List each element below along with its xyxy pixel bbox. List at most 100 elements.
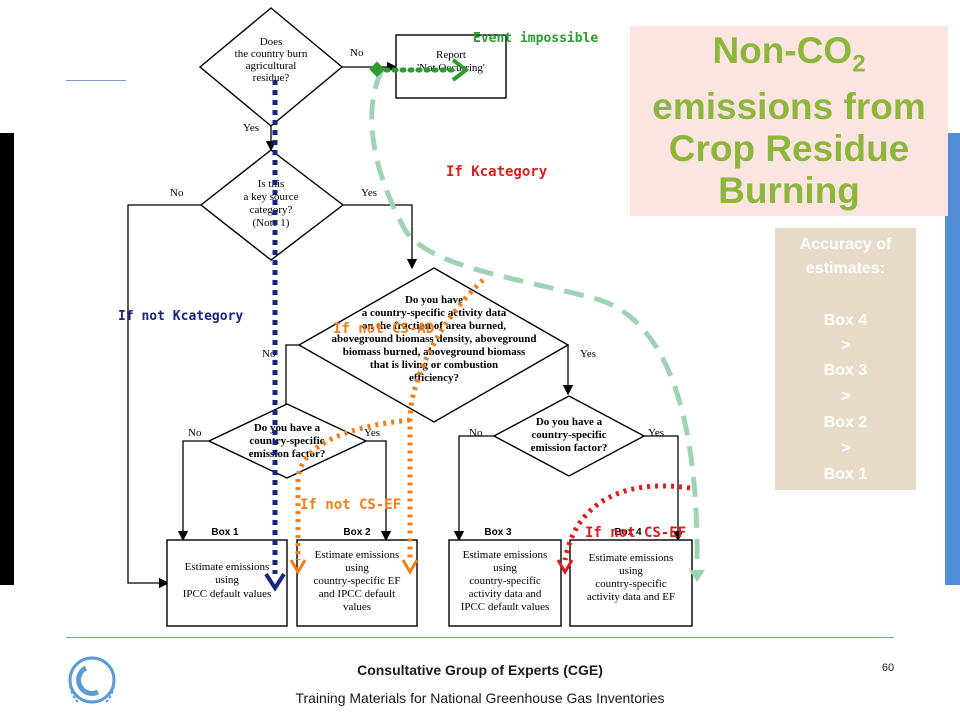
q2-line-1: Is this: [258, 178, 285, 190]
q3-line-4: aboveground biomass density, aboveground: [332, 333, 537, 345]
q3-line-6: that is living or combustion: [370, 359, 498, 371]
box-4-line-1: Estimate emissions: [589, 552, 674, 564]
accuracy-item-2: >: [840, 337, 851, 354]
box-1: [166, 539, 288, 627]
label-yes-2: Yes: [361, 187, 377, 199]
footer-divider: [66, 637, 894, 638]
box-2-line-4: and IPCC default: [319, 588, 395, 600]
if-not-cs-ef-left-label: If not CS-EF: [300, 497, 401, 513]
decision-ef-left: [207, 403, 368, 479]
label-no-3: No: [262, 348, 276, 360]
top-divider: [66, 80, 126, 81]
accuracy-item-1: Box 4: [823, 312, 868, 329]
q5-line-2: country-specific: [531, 429, 606, 441]
box-2-line-3: country-specific EF: [313, 575, 400, 587]
left-accent-bar: [0, 133, 14, 585]
box-1-line-2: using: [215, 574, 239, 586]
accuracy-panel: Accuracy of estimates: Box 4 > Box 3 > B…: [775, 228, 916, 490]
q4-line-3: emission factor?: [249, 448, 326, 460]
q2-line-2: a key source: [244, 191, 299, 203]
not-cs-ef-left-path: [295, 417, 411, 560]
box-3-line-4: activity data and: [469, 588, 542, 600]
q2-line-4: (Note 1): [253, 217, 290, 229]
not-cs-ad-arrowhead: [401, 559, 419, 575]
page-number: 60: [881, 662, 895, 674]
slide-title: Non-CO2 emissions from Crop Residue Burn…: [630, 26, 948, 216]
box-2-line-5: values: [343, 601, 371, 613]
label-yes-1: Yes: [243, 122, 259, 134]
q1-line-3: agricultural: [246, 60, 297, 72]
unfccc-logo-icon: [68, 656, 116, 704]
decision-burn-residue: [198, 7, 344, 127]
box-3-line-1: Estimate emissions: [463, 549, 548, 561]
box-2-line-1: Estimate emissions: [315, 549, 400, 561]
q1-line-1: Does: [260, 36, 283, 48]
label-yes-5: Yes: [648, 427, 664, 439]
q3-line-3: on the fraction of area burned,: [362, 320, 506, 332]
title-line-3: Crop Residue: [668, 127, 910, 169]
not-cs-ef-left-arrowhead: [289, 559, 307, 575]
label-no-2: No: [170, 187, 184, 199]
not-kcategory-arrowhead: [264, 572, 286, 592]
not-cs-ad-path: [407, 278, 485, 560]
box-3-line-5: IPCC default values: [461, 601, 550, 613]
box-4-line-3: country-specific: [595, 578, 667, 590]
q5-line-3: emission factor?: [531, 442, 608, 454]
footer-organization: Consultative Group of Experts (CGE): [357, 662, 603, 678]
q4-line-2: country-specific: [249, 435, 324, 447]
right-accent-bar: [945, 133, 960, 585]
box-3-line-3: country-specific: [469, 575, 541, 587]
box-1-line-3: IPCC default values: [183, 588, 272, 600]
kcategory-arrowhead: [689, 570, 705, 582]
not-cs-ef-right-arrowhead: [556, 559, 574, 575]
flow-lines: [127, 61, 684, 589]
box-3-label: Box 3: [484, 527, 512, 538]
accuracy-item-4: >: [840, 388, 851, 405]
decision-ef-right: [492, 395, 646, 477]
accuracy-item-3: Box 3: [823, 362, 868, 379]
label-yes-4: Yes: [364, 427, 380, 439]
q3-line-2: a country-specific activity data: [362, 307, 507, 319]
accuracy-item-6: >: [840, 440, 851, 457]
box-2: [296, 539, 418, 627]
decision-key-source: [199, 149, 345, 261]
q4-line-1: Do you have a: [254, 422, 321, 434]
q3-line-1: Do you have: [405, 294, 463, 306]
box-4: [569, 539, 693, 627]
q2-line-3: category?: [250, 204, 293, 216]
label-no-1: No: [350, 47, 364, 59]
label-no-4: No: [188, 427, 202, 439]
event-impossible-label: Event impossible: [473, 31, 598, 46]
if-not-cs-ad-label: If not CS-AD: [333, 321, 434, 337]
decision-shapes: [166, 7, 693, 627]
kcategory-path: [369, 68, 700, 576]
if-kcategory-label: If Kcategory: [446, 164, 548, 180]
accuracy-item-7: Box 1: [823, 466, 868, 483]
footer-subtitle: Training Materials for National Greenhou…: [295, 690, 665, 706]
q1-line-2: the country burn: [235, 48, 308, 60]
box-1-line-1: Estimate emissions: [185, 561, 270, 573]
label-no-5: No: [469, 427, 483, 439]
title-line-1: Non-CO2: [712, 30, 866, 78]
q5-line-1: Do you have a: [536, 416, 603, 428]
if-not-cs-ef-right-label: If not CS-EF: [585, 525, 686, 541]
q3-line-5: biomass burned, aboveground biomass: [343, 346, 526, 358]
box-4-label: Box 4: [614, 527, 642, 538]
box-3-line-2: using: [493, 562, 517, 574]
title-line-4: Burning: [718, 169, 860, 211]
box-2-line-2: using: [345, 562, 369, 574]
accuracy-heading-1: Accuracy of: [799, 236, 892, 253]
accuracy-item-5: Box 2: [823, 414, 868, 431]
report-box: [395, 34, 507, 99]
q1-line-4: residue?: [253, 72, 290, 84]
title-line-2: emissions from: [652, 85, 926, 127]
if-not-kcategory-label: If not Kcategory: [118, 309, 243, 324]
box-1-label: Box 1: [211, 527, 239, 538]
accuracy-heading-2: estimates:: [805, 260, 886, 277]
report-line-1: Report: [436, 49, 466, 61]
box-4-line-2: using: [619, 565, 643, 577]
box-4-line-4: activity data and EF: [587, 591, 675, 603]
event-impossible-arrowhead: [451, 58, 470, 82]
box-3: [448, 539, 562, 627]
